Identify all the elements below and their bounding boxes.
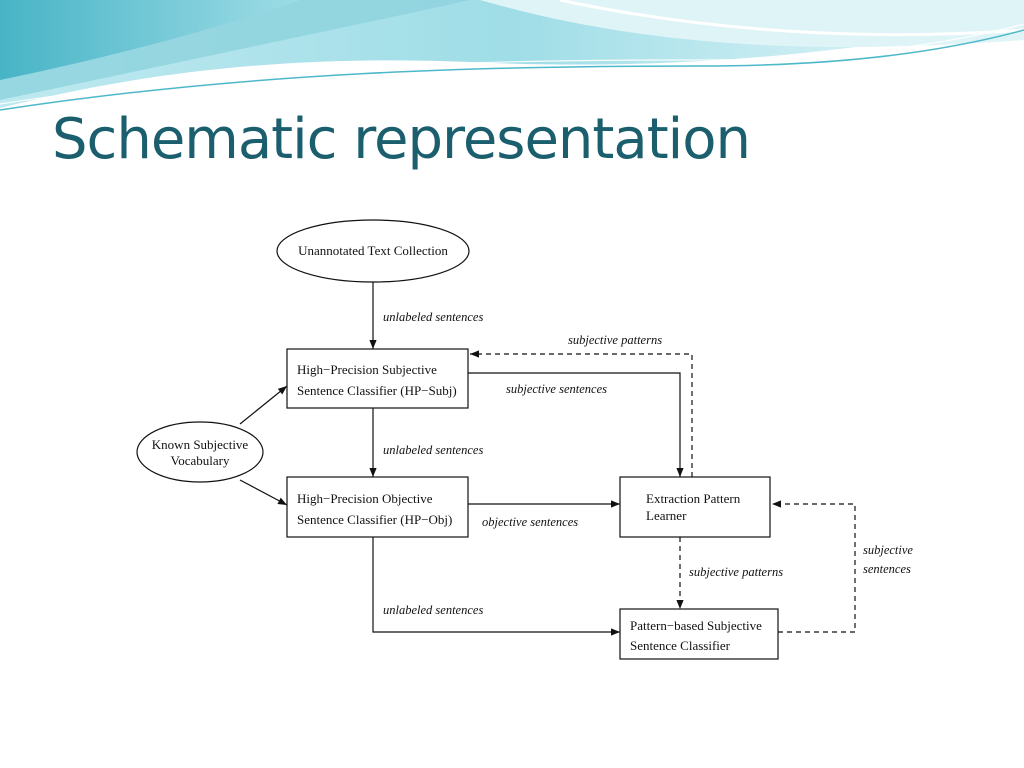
node-unannotated-text-label: Unannotated Text Collection (298, 243, 448, 258)
label-hpobj-to-learner: objective sentences (482, 515, 578, 529)
node-hp-obj: High−Precision Objective Sentence Classi… (286, 476, 469, 538)
node-hp-obj-line1: High−Precision Objective (297, 491, 433, 506)
edge-hpsubj-to-learner (468, 372, 684, 477)
label-pattern-to-learner-line1: subjective (863, 543, 913, 557)
node-hp-subj: High−Precision Subjective Sentence Class… (286, 348, 469, 409)
label-hpobj-to-pattern: unlabeled sentences (383, 603, 483, 617)
diagram-panel: Unannotated Text Collection Known Subjec… (50, 186, 974, 664)
node-hp-subj-line1: High−Precision Subjective (297, 362, 437, 377)
header-wave-decoration (0, 0, 1024, 111)
edge-vocab-to-hpsubj (239, 385, 288, 425)
label-learner-to-hpsubj: subjective patterns (568, 333, 662, 347)
node-extraction-learner-line1: Extraction Pattern (646, 491, 741, 506)
node-known-vocabulary-line2: Vocabulary (171, 453, 230, 468)
label-learner-to-pattern: subjective patterns (689, 565, 783, 579)
slide-title: Schematic representation (52, 107, 751, 172)
label-hpsubj-to-hpobj: unlabeled sentences (383, 443, 483, 457)
edge-learner-to-hpsubj (470, 350, 693, 477)
node-hp-obj-line2: Sentence Classifier (HP−Obj) (297, 512, 452, 527)
label-pattern-to-learner-line2: sentences (863, 562, 911, 576)
node-extraction-learner-line2: Learner (646, 508, 687, 523)
edge-hpobj-to-pattern (372, 537, 620, 636)
label-hpsubj-to-learner: subjective sentences (506, 382, 607, 396)
label-text-to-hpsubj: unlabeled sentences (383, 310, 483, 324)
node-pattern-classifier-line1: Pattern−based Subjective (630, 618, 762, 633)
node-pattern-classifier-line2: Sentence Classifier (630, 638, 731, 653)
node-unannotated-text: Unannotated Text Collection (276, 219, 470, 283)
node-pattern-classifier: Pattern−based Subjective Sentence Classi… (619, 608, 779, 660)
node-known-vocabulary: Known Subjective Vocabulary (136, 421, 264, 483)
node-hp-subj-line2: Sentence Classifier (HP−Subj) (297, 383, 457, 398)
flow-diagram: Unannotated Text Collection Known Subjec… (136, 219, 913, 660)
edge-pattern-to-learner (772, 500, 856, 633)
node-extraction-learner: Extraction Pattern Learner (619, 476, 771, 538)
node-known-vocabulary-line1: Known Subjective (152, 437, 249, 452)
edge-vocab-to-hpobj (239, 479, 288, 506)
